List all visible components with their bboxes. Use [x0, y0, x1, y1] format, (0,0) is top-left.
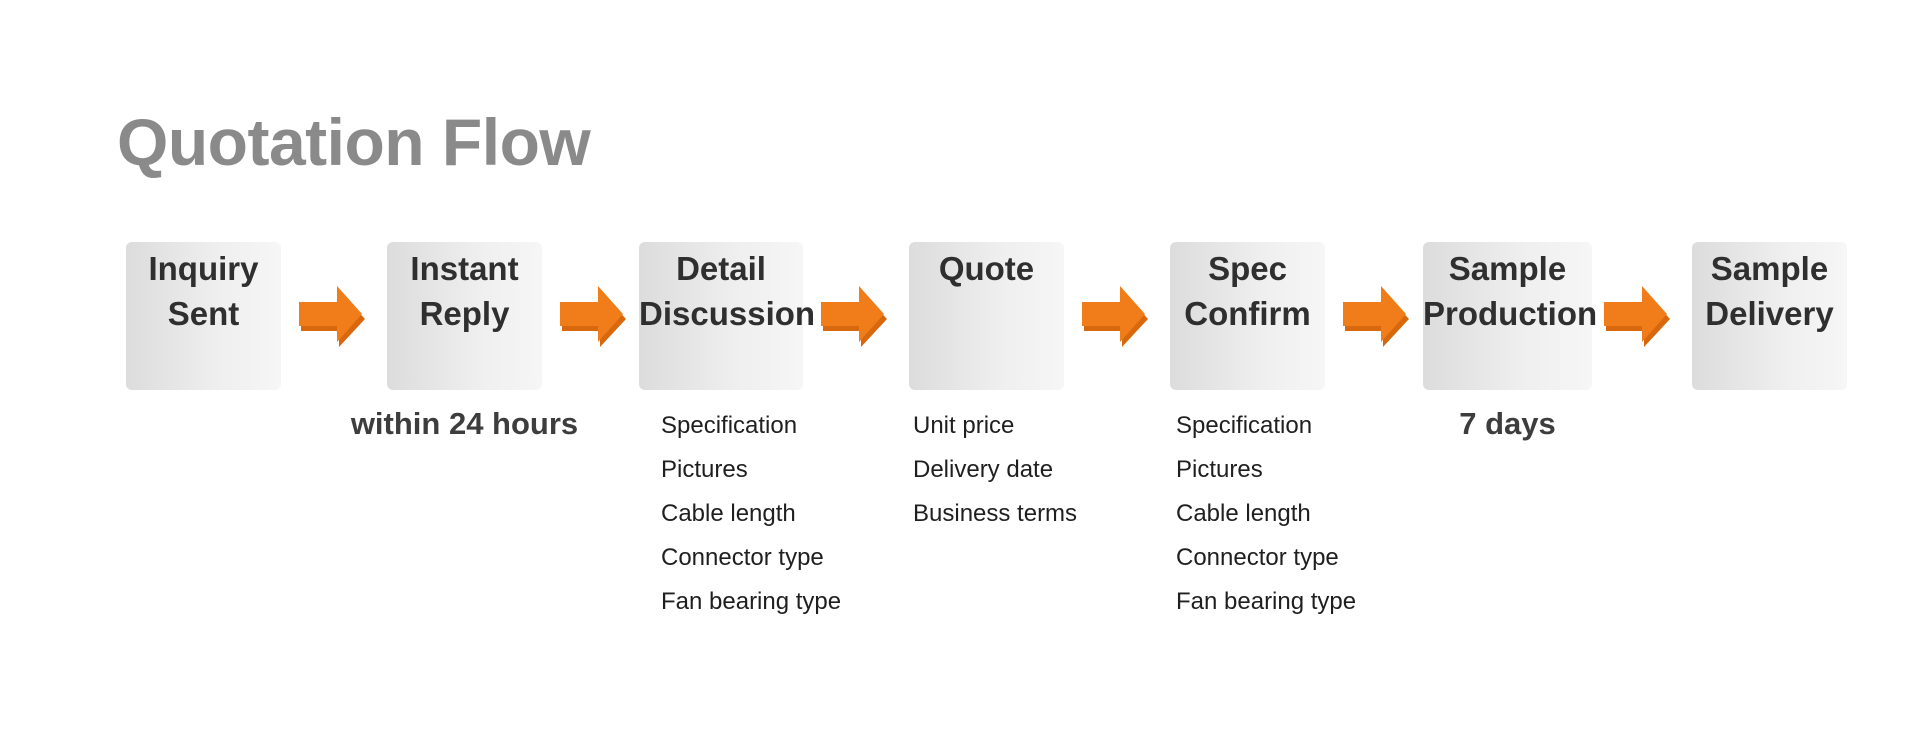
step-label: Instant Reply — [410, 250, 519, 332]
step-label: Inquiry Sent — [148, 250, 259, 332]
list-item: Specification — [1176, 412, 1313, 439]
list-item: Pictures — [661, 456, 748, 483]
right-arrow-icon — [1343, 284, 1409, 348]
step-spec-confirm: Spec Confirm — [1170, 242, 1325, 390]
list-item: Fan bearing type — [1176, 588, 1357, 615]
step-label: Detail Discussion — [639, 250, 816, 332]
right-arrow-icon — [299, 284, 365, 348]
right-arrow-icon — [560, 284, 626, 348]
step-instant-reply: Instant Reply — [387, 242, 542, 390]
step-detail-discussion: Detail Discussion — [639, 242, 816, 390]
list-item: Connector type — [661, 544, 824, 571]
right-arrow-icon — [821, 284, 887, 348]
step-label: Spec Confirm — [1184, 250, 1311, 332]
list-item: Specification — [661, 412, 798, 439]
step-label: Quote — [938, 250, 1035, 287]
detail-discussion-list: Specification Pictures Cable length Conn… — [661, 404, 841, 624]
step-quote: Quote — [909, 242, 1064, 390]
step-note-sample-production: 7 days — [1459, 406, 1556, 441]
spec-confirm-list: Specification Pictures Cable length Conn… — [1176, 404, 1356, 624]
list-item: Connector type — [1176, 544, 1339, 571]
list-item: Pictures — [1176, 456, 1263, 483]
step-label: Sample Production — [1423, 250, 1598, 332]
step-label: Sample Delivery — [1705, 250, 1834, 332]
right-arrow-icon — [1082, 284, 1148, 348]
right-arrow-icon — [1604, 284, 1670, 348]
list-item: Business terms — [913, 500, 1078, 527]
quote-details-list: Unit price Delivery date Business terms — [913, 404, 1077, 536]
step-inquiry-sent: Inquiry Sent — [126, 242, 281, 390]
page-title: Quotation Flow — [117, 105, 591, 179]
list-item: Unit price — [913, 412, 1015, 439]
list-item: Cable length — [661, 500, 796, 527]
list-item: Delivery date — [913, 456, 1054, 483]
list-item: Fan bearing type — [661, 588, 842, 615]
step-sample-delivery: Sample Delivery — [1692, 242, 1847, 390]
list-item: Cable length — [1176, 500, 1311, 527]
step-sample-production: Sample Production — [1423, 242, 1598, 390]
step-note-instant-reply: within 24 hours — [350, 406, 579, 441]
